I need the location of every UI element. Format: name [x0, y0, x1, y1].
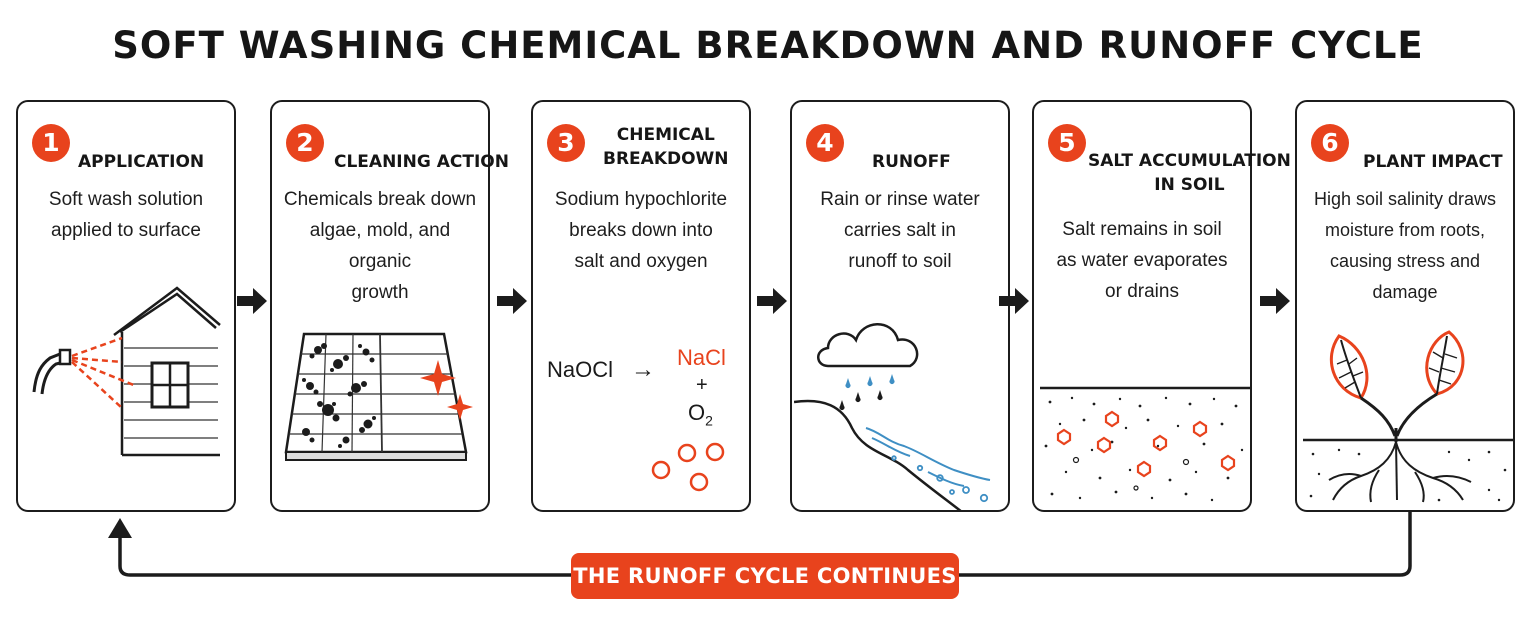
step-number-badge: 2 — [286, 124, 324, 162]
step-title: CLEANING ACTION — [334, 152, 509, 172]
product-salt-formula: NaCl — [677, 345, 726, 370]
rain-runoff-illustration — [794, 323, 991, 512]
step-number-badge: 3 — [547, 124, 585, 162]
cycle-continues-banner: THE RUNOFF CYCLE CONTINUES — [571, 553, 959, 599]
step-description: Salt remains in soil as water evaporates… — [1056, 219, 1228, 302]
flow-arrow-5-6 — [1258, 284, 1292, 318]
step-title: CHEMICAL BREAKDOWN — [603, 125, 729, 169]
step-card-application: 1 APPLICATION Soft wash solution applied… — [16, 100, 236, 512]
step-number-badge: 4 — [806, 124, 844, 162]
reaction-arrow: → — [631, 356, 655, 383]
flow-arrow-1-2 — [235, 284, 269, 318]
step-description: Soft wash solution applied to surface — [48, 189, 204, 241]
reactant-formula: NaOCl — [547, 357, 614, 382]
step-title: SALT ACCUMULATION IN SOIL — [1088, 151, 1291, 195]
house-icon — [113, 286, 221, 457]
spray-lines — [71, 336, 137, 409]
step-number-badge: 1 — [32, 124, 70, 162]
plant-roots-icon — [1303, 330, 1513, 503]
step-number-badge: 5 — [1048, 124, 1086, 162]
page-title: SOFT WASHING CHEMICAL BREAKDOWN AND RUNO… — [112, 24, 1424, 67]
soil-salt-icon — [1040, 386, 1250, 502]
sprayer-icon — [32, 348, 72, 395]
plus-sign: + — [696, 374, 708, 396]
flow-arrow-2-3 — [495, 284, 529, 318]
step-card-cleaning-action: 2 CLEANING ACTION Chemicals break down a… — [270, 100, 509, 512]
step-card-chemical-breakdown: 3 CHEMICAL BREAKDOWN Sodium hypochlorite… — [531, 100, 751, 512]
step-card-runoff: 4 RUNOFF Rain or rinse water carries sal… — [790, 100, 1010, 512]
step-card-salt-accumulation: 5 SALT ACCUMULATION IN SOIL Salt remains… — [1032, 100, 1291, 512]
step-description: Sodium hypochlorite breaks down into sal… — [554, 189, 728, 272]
slope-runoff-icon — [794, 399, 963, 512]
flow-arrow-4-5 — [997, 284, 1031, 318]
step-title: APPLICATION — [78, 152, 205, 172]
step-title: PLANT IMPACT — [1363, 152, 1503, 172]
step-description: High soil salinity draws moisture from r… — [1313, 189, 1497, 302]
step-number-badge: 6 — [1311, 124, 1349, 162]
flow-arrow-3-4 — [755, 284, 789, 318]
step-description: Chemicals break down algae, mold, and or… — [283, 189, 477, 303]
house-spray-illustration — [32, 286, 221, 457]
dirty-siding-icon — [284, 332, 473, 461]
product-oxygen-formula: O2 — [688, 400, 713, 429]
rain-cloud-icon — [817, 323, 919, 368]
sparkle-icon — [420, 360, 473, 420]
step-description: Rain or rinse water carries salt in runo… — [820, 189, 980, 272]
step-title: RUNOFF — [872, 152, 951, 172]
step-card-plant-impact: 6 PLANT IMPACT High soil salinity draws … — [1295, 100, 1515, 512]
oxygen-bubbles-icon — [651, 442, 725, 492]
